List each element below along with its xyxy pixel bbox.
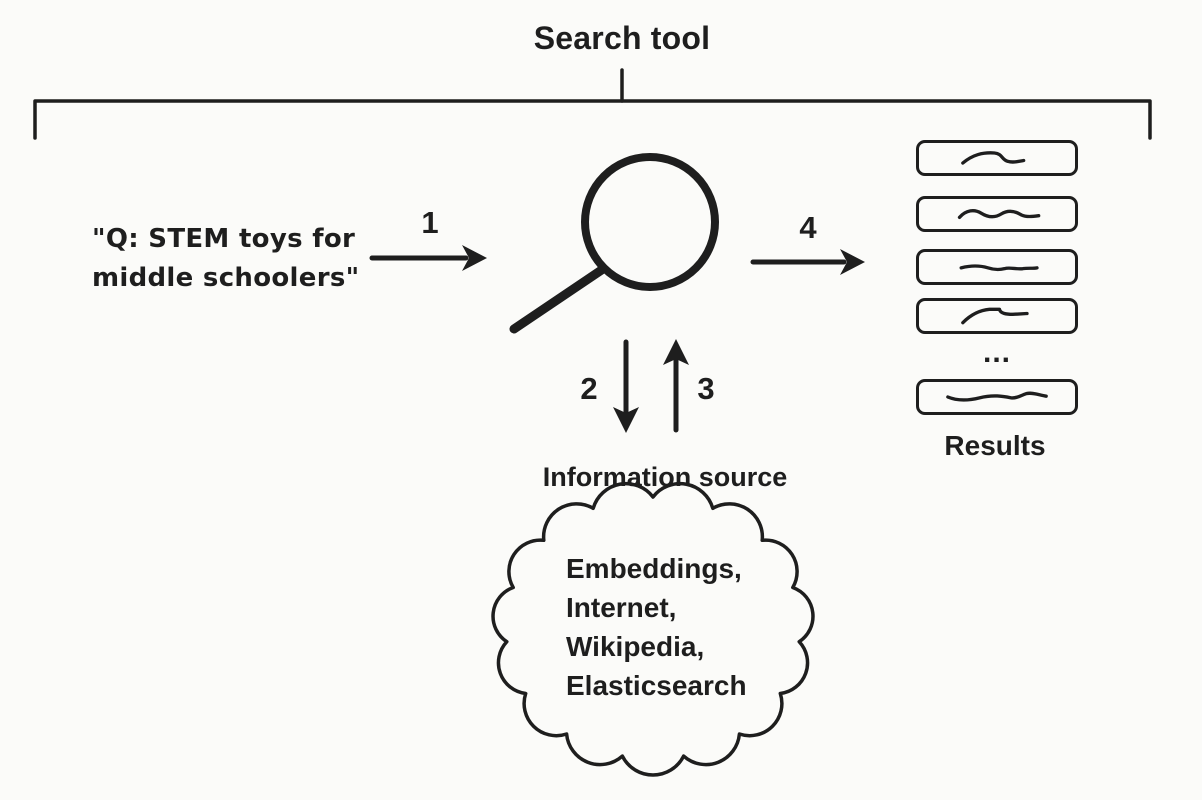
- info-source-item-1: Embeddings,: [566, 553, 742, 584]
- query-line-1: "Q: STEM toys for: [92, 224, 356, 254]
- result-box-1: [916, 140, 1078, 176]
- squiggle-line: [961, 151, 1026, 165]
- result-box-2: [916, 196, 1078, 232]
- result-box-3: [916, 249, 1078, 285]
- squiggle-line: [957, 209, 1041, 219]
- arrow-step3: [663, 339, 689, 433]
- info-source-item-2: Internet,: [566, 592, 677, 623]
- squiggle-line: [946, 391, 1048, 402]
- info-source-label: Information source: [542, 462, 788, 492]
- arrow-step1: [369, 245, 487, 271]
- step-label-4: 4: [799, 210, 817, 245]
- step-label-3: 3: [697, 371, 715, 406]
- arrow-step4: [750, 249, 865, 275]
- query-line-2: middle schoolers": [92, 263, 360, 293]
- arrow-step2: [613, 339, 639, 433]
- squiggle-line: [961, 307, 1029, 325]
- search-icon: [509, 153, 719, 334]
- result-box-5: [916, 379, 1078, 415]
- step-label-1: 1: [421, 205, 439, 240]
- results-label: Results: [944, 430, 1046, 461]
- diagram-title: Search tool: [533, 20, 711, 56]
- info-source-item-3: Wikipedia,: [566, 631, 705, 662]
- results-ellipsis: ...: [982, 336, 1011, 369]
- info-source-list: Embeddings, Internet, Wikipedia, Elastic…: [566, 549, 747, 705]
- squiggle-line: [959, 264, 1039, 272]
- cloud-shape: [491, 481, 815, 777]
- bracket: [33, 99, 1152, 140]
- step-label-2: 2: [580, 371, 598, 406]
- info-source-item-4: Elasticsearch: [566, 670, 747, 701]
- query-text: "Q: STEM toys for middle schoolers": [92, 220, 359, 298]
- result-box-4: [916, 298, 1078, 334]
